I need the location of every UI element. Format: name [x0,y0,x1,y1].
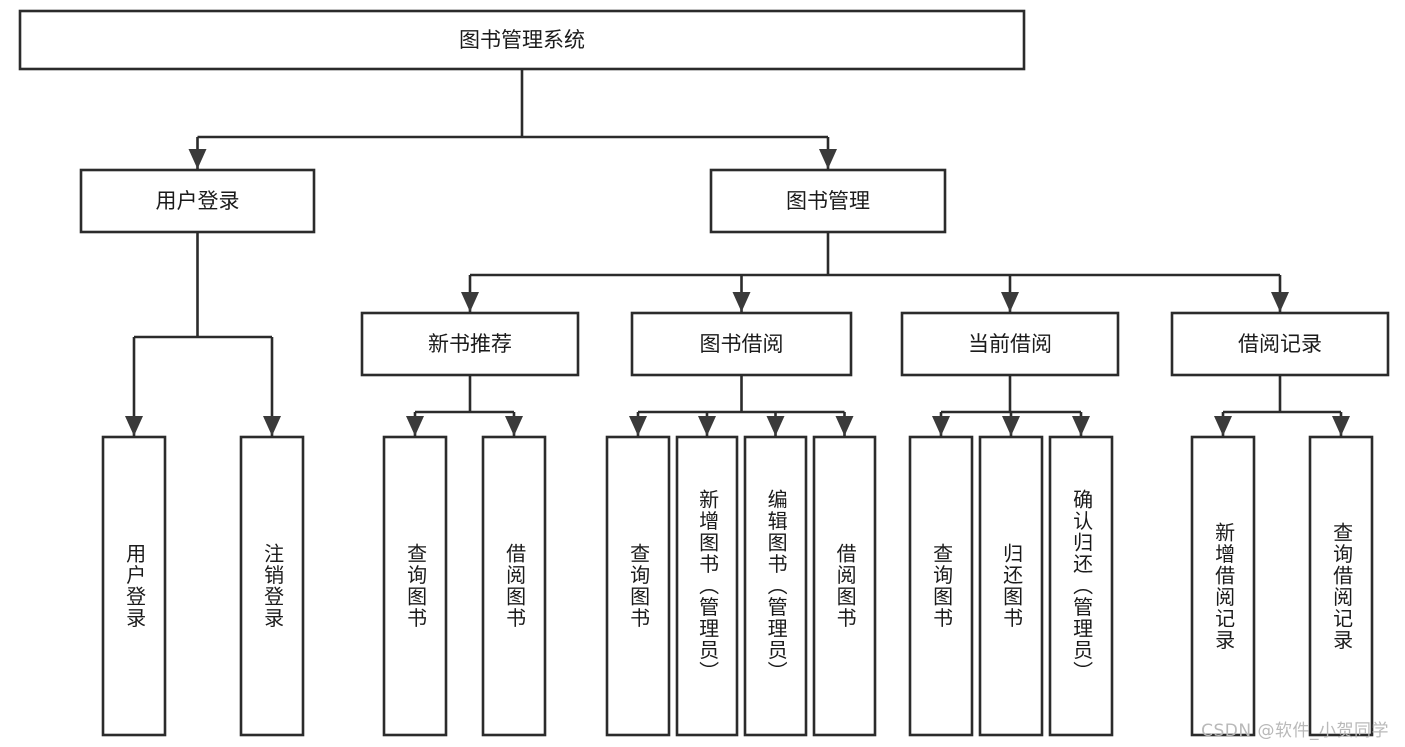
node-leaf-rc-add[interactable] [1190,435,1256,737]
node-box-leaf-br-add[interactable] [675,435,739,737]
arrow-head-borrow-to-leaf-br-edit [766,416,785,436]
node-box-leaf-user-logout[interactable] [239,435,305,737]
arrow-head-newbook-to-leaf-nb-borrow [505,416,523,436]
arrow-head-record-to-leaf-rc-add [1214,416,1232,436]
arrow-head-borrow-to-leaf-br-lend [835,416,854,436]
node-borrow[interactable]: 图书借阅 [630,311,853,377]
node-box-leaf-cu-return[interactable] [978,435,1044,737]
node-box-leaf-br-query[interactable] [605,435,671,737]
arrow-head-bookmgmt-to-record [1271,292,1289,312]
node-label-current: 当前借阅 [968,332,1052,356]
node-box-borrow[interactable] [630,311,853,377]
node-leaf-user-logout[interactable] [239,435,305,737]
node-leaf-cu-query[interactable] [908,435,974,737]
node-box-root[interactable] [18,9,1026,71]
arrow-head-login-to-leaf-user-logout [263,416,281,436]
arrow-head-current-to-leaf-cu-confirm [1072,416,1090,436]
node-label-newbook: 新书推荐 [428,332,512,356]
node-box-bookmgmt[interactable] [709,168,947,234]
node-leaf-br-edit[interactable] [743,435,808,737]
node-box-leaf-nb-borrow[interactable] [481,435,547,737]
arrow-head-login-to-leaf-user-login [125,416,143,436]
node-label-borrow: 图书借阅 [700,332,784,356]
csdn-watermark: CSDN @软件_小贺同学 [1201,721,1389,741]
node-leaf-rc-query[interactable] [1308,435,1374,737]
node-newbook[interactable]: 新书推荐 [360,311,580,377]
node-bookmgmt[interactable]: 图书管理 [709,168,947,234]
node-box-newbook[interactable] [360,311,580,377]
node-leaf-user-login[interactable] [101,435,167,737]
node-record[interactable]: 借阅记录 [1170,311,1390,377]
node-login[interactable]: 用户登录 [79,168,316,234]
node-box-leaf-rc-query[interactable] [1308,435,1374,737]
node-box-leaf-user-login[interactable] [101,435,167,737]
node-box-current[interactable] [900,311,1120,377]
node-label-record: 借阅记录 [1238,332,1322,356]
node-leaf-br-add[interactable] [675,435,739,737]
node-box-leaf-cu-query[interactable] [908,435,974,737]
arrow-head-bookmgmt-to-newbook [461,292,479,312]
node-root[interactable]: 图书管理系统 [18,9,1026,71]
arrow-head-record-to-leaf-rc-query [1332,416,1350,436]
arrow-head-root-to-bookmgmt [819,149,837,169]
arrow-head-bookmgmt-to-borrow [732,292,751,312]
node-leaf-br-query[interactable] [605,435,671,737]
node-current[interactable]: 当前借阅 [900,311,1120,377]
arrow-head-current-to-leaf-cu-query [932,416,950,436]
node-box-leaf-br-lend[interactable] [812,435,877,737]
node-box-login[interactable] [79,168,316,234]
arrow-head-newbook-to-leaf-nb-query [406,416,424,436]
node-box-leaf-nb-query[interactable] [382,435,448,737]
node-label-bookmgmt: 图书管理 [786,189,870,213]
arrow-head-borrow-to-leaf-br-add [698,416,716,436]
node-label-login: 用户登录 [156,189,240,213]
node-leaf-cu-confirm[interactable] [1048,435,1114,737]
node-leaf-cu-return[interactable] [978,435,1044,737]
arrow-head-current-to-leaf-cu-return [1002,416,1020,436]
arrow-head-root-to-login [188,149,207,169]
node-box-leaf-rc-add[interactable] [1190,435,1256,737]
node-leaf-nb-borrow[interactable] [481,435,547,737]
arrow-head-borrow-to-leaf-br-query [629,416,647,436]
node-box-record[interactable] [1170,311,1390,377]
edge-layer [125,69,1350,436]
node-box-leaf-cu-confirm[interactable] [1048,435,1114,737]
node-label-root: 图书管理系统 [459,28,585,52]
node-box-leaf-br-edit[interactable] [743,435,808,737]
node-leaf-br-lend[interactable] [812,435,877,737]
node-leaf-nb-query[interactable] [382,435,448,737]
arrow-head-bookmgmt-to-current [1001,292,1019,312]
